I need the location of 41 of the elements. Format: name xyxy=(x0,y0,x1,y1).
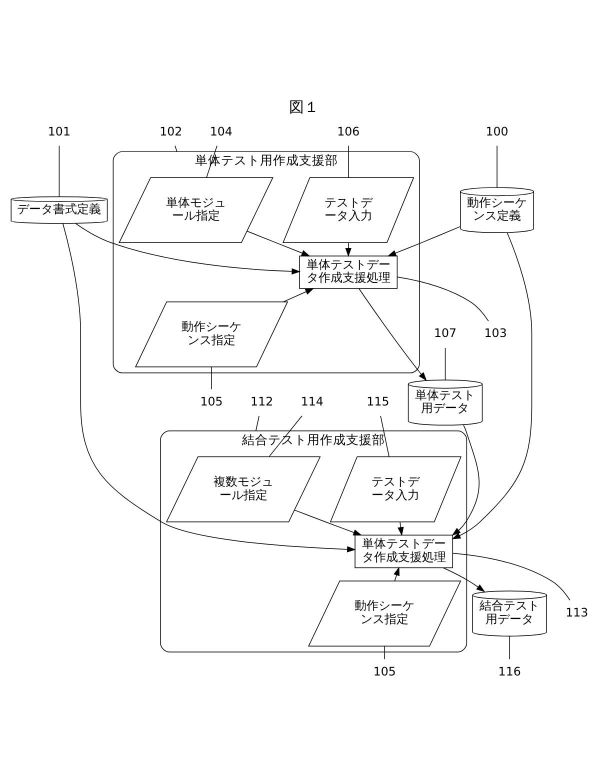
connector xyxy=(496,145,498,188)
connector xyxy=(380,416,390,457)
node-text: 114 xyxy=(300,394,324,408)
arrow xyxy=(358,288,427,382)
connector xyxy=(256,416,260,432)
connector xyxy=(509,636,510,660)
connector xyxy=(396,276,489,322)
node-text: 100 xyxy=(486,124,508,138)
arrow xyxy=(452,424,480,536)
arrow xyxy=(387,226,461,256)
arrow xyxy=(442,567,486,592)
arrow xyxy=(452,232,532,540)
connector xyxy=(452,552,570,600)
arrow xyxy=(75,223,301,274)
node-text: 107 xyxy=(434,326,457,340)
connector xyxy=(384,646,385,660)
arrow xyxy=(394,566,400,582)
node-text: 106 xyxy=(337,124,360,138)
node-text: 104 xyxy=(210,124,232,138)
connector xyxy=(348,145,349,178)
connector xyxy=(58,145,60,198)
arrow xyxy=(283,288,314,302)
node-text: 101 xyxy=(48,124,70,138)
arrow xyxy=(62,223,356,552)
node-text: 113 xyxy=(566,605,588,620)
node-text: 102 xyxy=(160,124,182,138)
arrow xyxy=(246,230,310,256)
arrow xyxy=(398,522,404,536)
connector xyxy=(444,348,446,380)
connector xyxy=(268,416,302,457)
node-text: 103 xyxy=(484,326,507,340)
node-text: 105 xyxy=(200,394,223,408)
diagram-title: 図１ xyxy=(289,98,319,116)
connector xyxy=(211,366,212,390)
node-text: 116 xyxy=(498,664,521,679)
node-text: 105 xyxy=(373,664,396,679)
node-text: 112 xyxy=(250,394,274,408)
node-text: 115 xyxy=(366,394,390,408)
node-box: 単体テストデータ作成支援処理 xyxy=(354,534,454,568)
node-box: 単体テストデータ作成支援処理 xyxy=(299,256,398,289)
arrow xyxy=(294,510,362,536)
